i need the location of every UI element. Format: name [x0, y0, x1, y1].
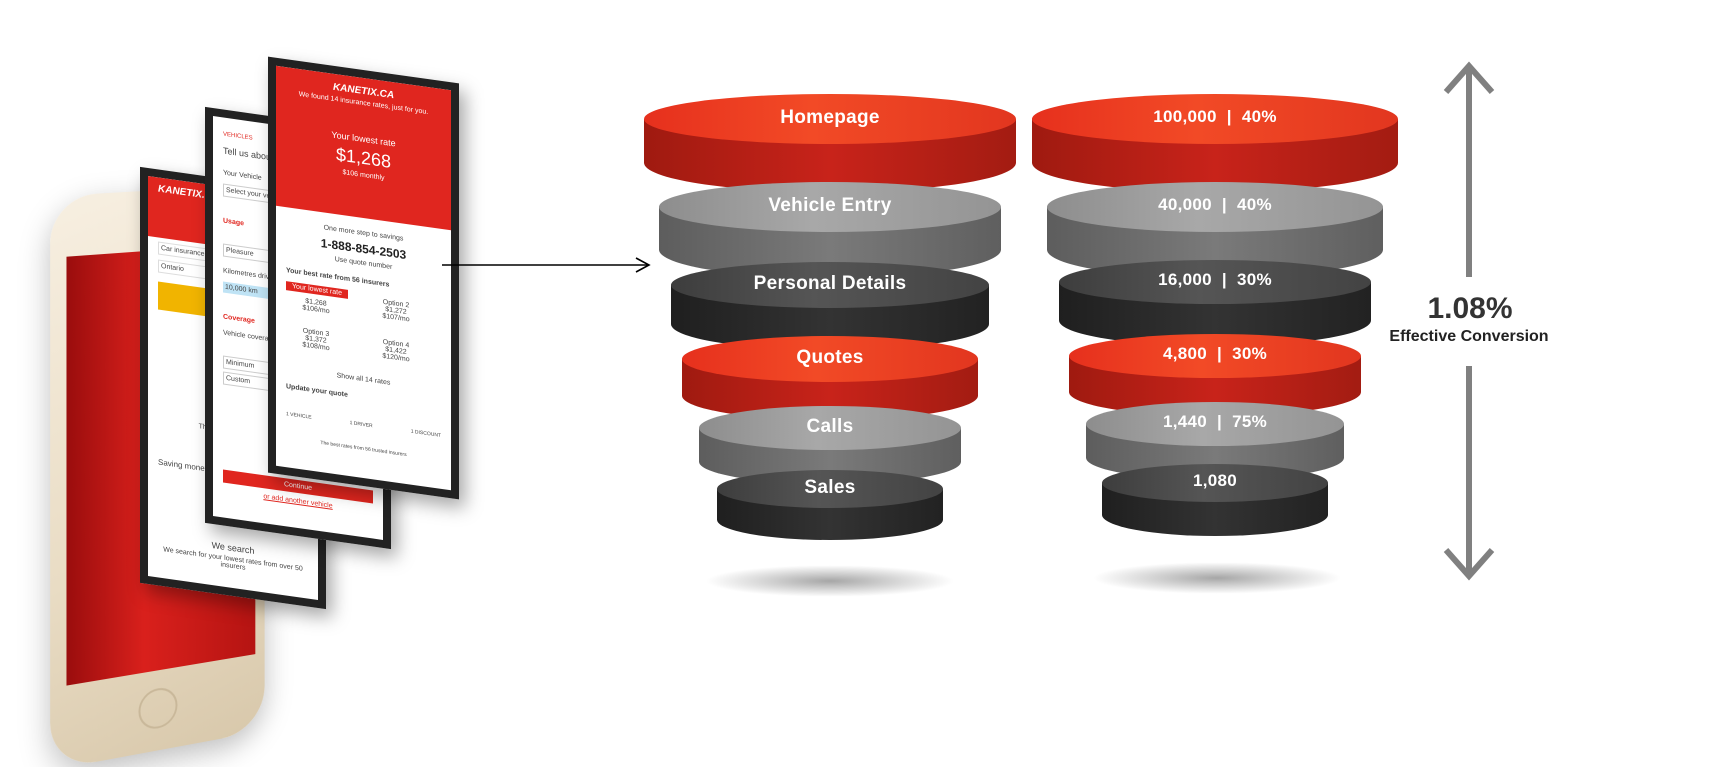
iphone-home-button: [138, 685, 178, 732]
phone-mockups: KANETIX.CA Save $ Car insurance Ontario …: [30, 56, 500, 767]
driver-count-item[interactable]: 1 DRIVER: [349, 420, 373, 430]
screen-card-results: KANETIX.CA We found 14 insurance rates, …: [268, 56, 459, 500]
funnel-value-stage-label: 1,080: [1192, 471, 1238, 490]
rate-option-4[interactable]: Option 4$1,422$120/mo: [366, 336, 426, 365]
funnel-stage-label: Homepage: [780, 107, 880, 128]
flow-arrow-icon: [442, 257, 651, 273]
results-footer: The best rates from 56 trusted insurers: [320, 439, 407, 459]
funnel-stage-top: [659, 182, 1001, 232]
vehicle-count-item[interactable]: 1 VEHICLE: [286, 411, 312, 421]
rate-option-3[interactable]: Option 3$1,372$108/mo: [286, 325, 346, 354]
conversion-value: 1.08%: [1427, 292, 1513, 325]
funnel-stage: Sales: [717, 470, 943, 540]
funnel-value-stage-top: [1047, 182, 1383, 232]
funnel-value-stage-label: 100,000 | 40%: [1153, 107, 1277, 126]
funnel-value-stage-top: [1086, 402, 1344, 446]
rate-option-1[interactable]: $1,268$106/mo: [286, 295, 346, 317]
funnel-stage-top: [671, 262, 989, 308]
funnel-value-stage-top: [1069, 334, 1361, 378]
funnel-shadow: [1092, 562, 1342, 594]
funnel-stage: Quotes: [682, 336, 978, 420]
funnel-stage-top: [717, 470, 943, 508]
funnel-value-stage-top: [1059, 260, 1371, 304]
funnel-stage: Calls: [699, 406, 961, 484]
discount-count-item[interactable]: 1 DISCOUNT: [410, 428, 441, 439]
funnel-value-stage-top: [1102, 464, 1328, 502]
funnel-stage-label: Sales: [804, 477, 856, 498]
funnel-stage: Personal Details: [671, 262, 989, 350]
funnel-value-stage-top: [1032, 94, 1398, 144]
funnel-shadow: [705, 565, 955, 597]
quote-summary-icons: 1 VEHICLE 1 DRIVER 1 DISCOUNT: [286, 411, 441, 439]
funnel-value-stage-label: 16,000 | 30%: [1158, 270, 1272, 289]
rate-option-2[interactable]: Option 2$1,272$107/mo: [366, 296, 426, 325]
funnel-stage-label: Personal Details: [753, 273, 907, 294]
funnel-value-stage-label: 1,440 | 75%: [1162, 412, 1268, 431]
funnel-stage-label: Vehicle Entry: [768, 195, 892, 216]
double-arrow-icon: [1443, 61, 1495, 581]
funnel-stage-top: [682, 336, 978, 382]
funnel-value-stage-label: 4,800 | 30%: [1162, 344, 1268, 363]
funnel-stage-top: [644, 94, 1016, 144]
funnel-value-stage: 1,080: [1102, 464, 1328, 536]
funnel-value-stage-label: 40,000 | 40%: [1158, 195, 1272, 214]
funnel-stage: Homepage: [644, 94, 1016, 192]
funnel-stage-label: Quotes: [796, 347, 864, 368]
funnel-value-stage: 100,000 | 40%: [1032, 94, 1398, 192]
funnel-stage-top: [699, 406, 961, 450]
funnel-stage: Vehicle Entry: [659, 182, 1001, 278]
conversion-label: Effective Conversion: [1389, 328, 1549, 345]
funnel-stage-label: Calls: [806, 416, 854, 437]
